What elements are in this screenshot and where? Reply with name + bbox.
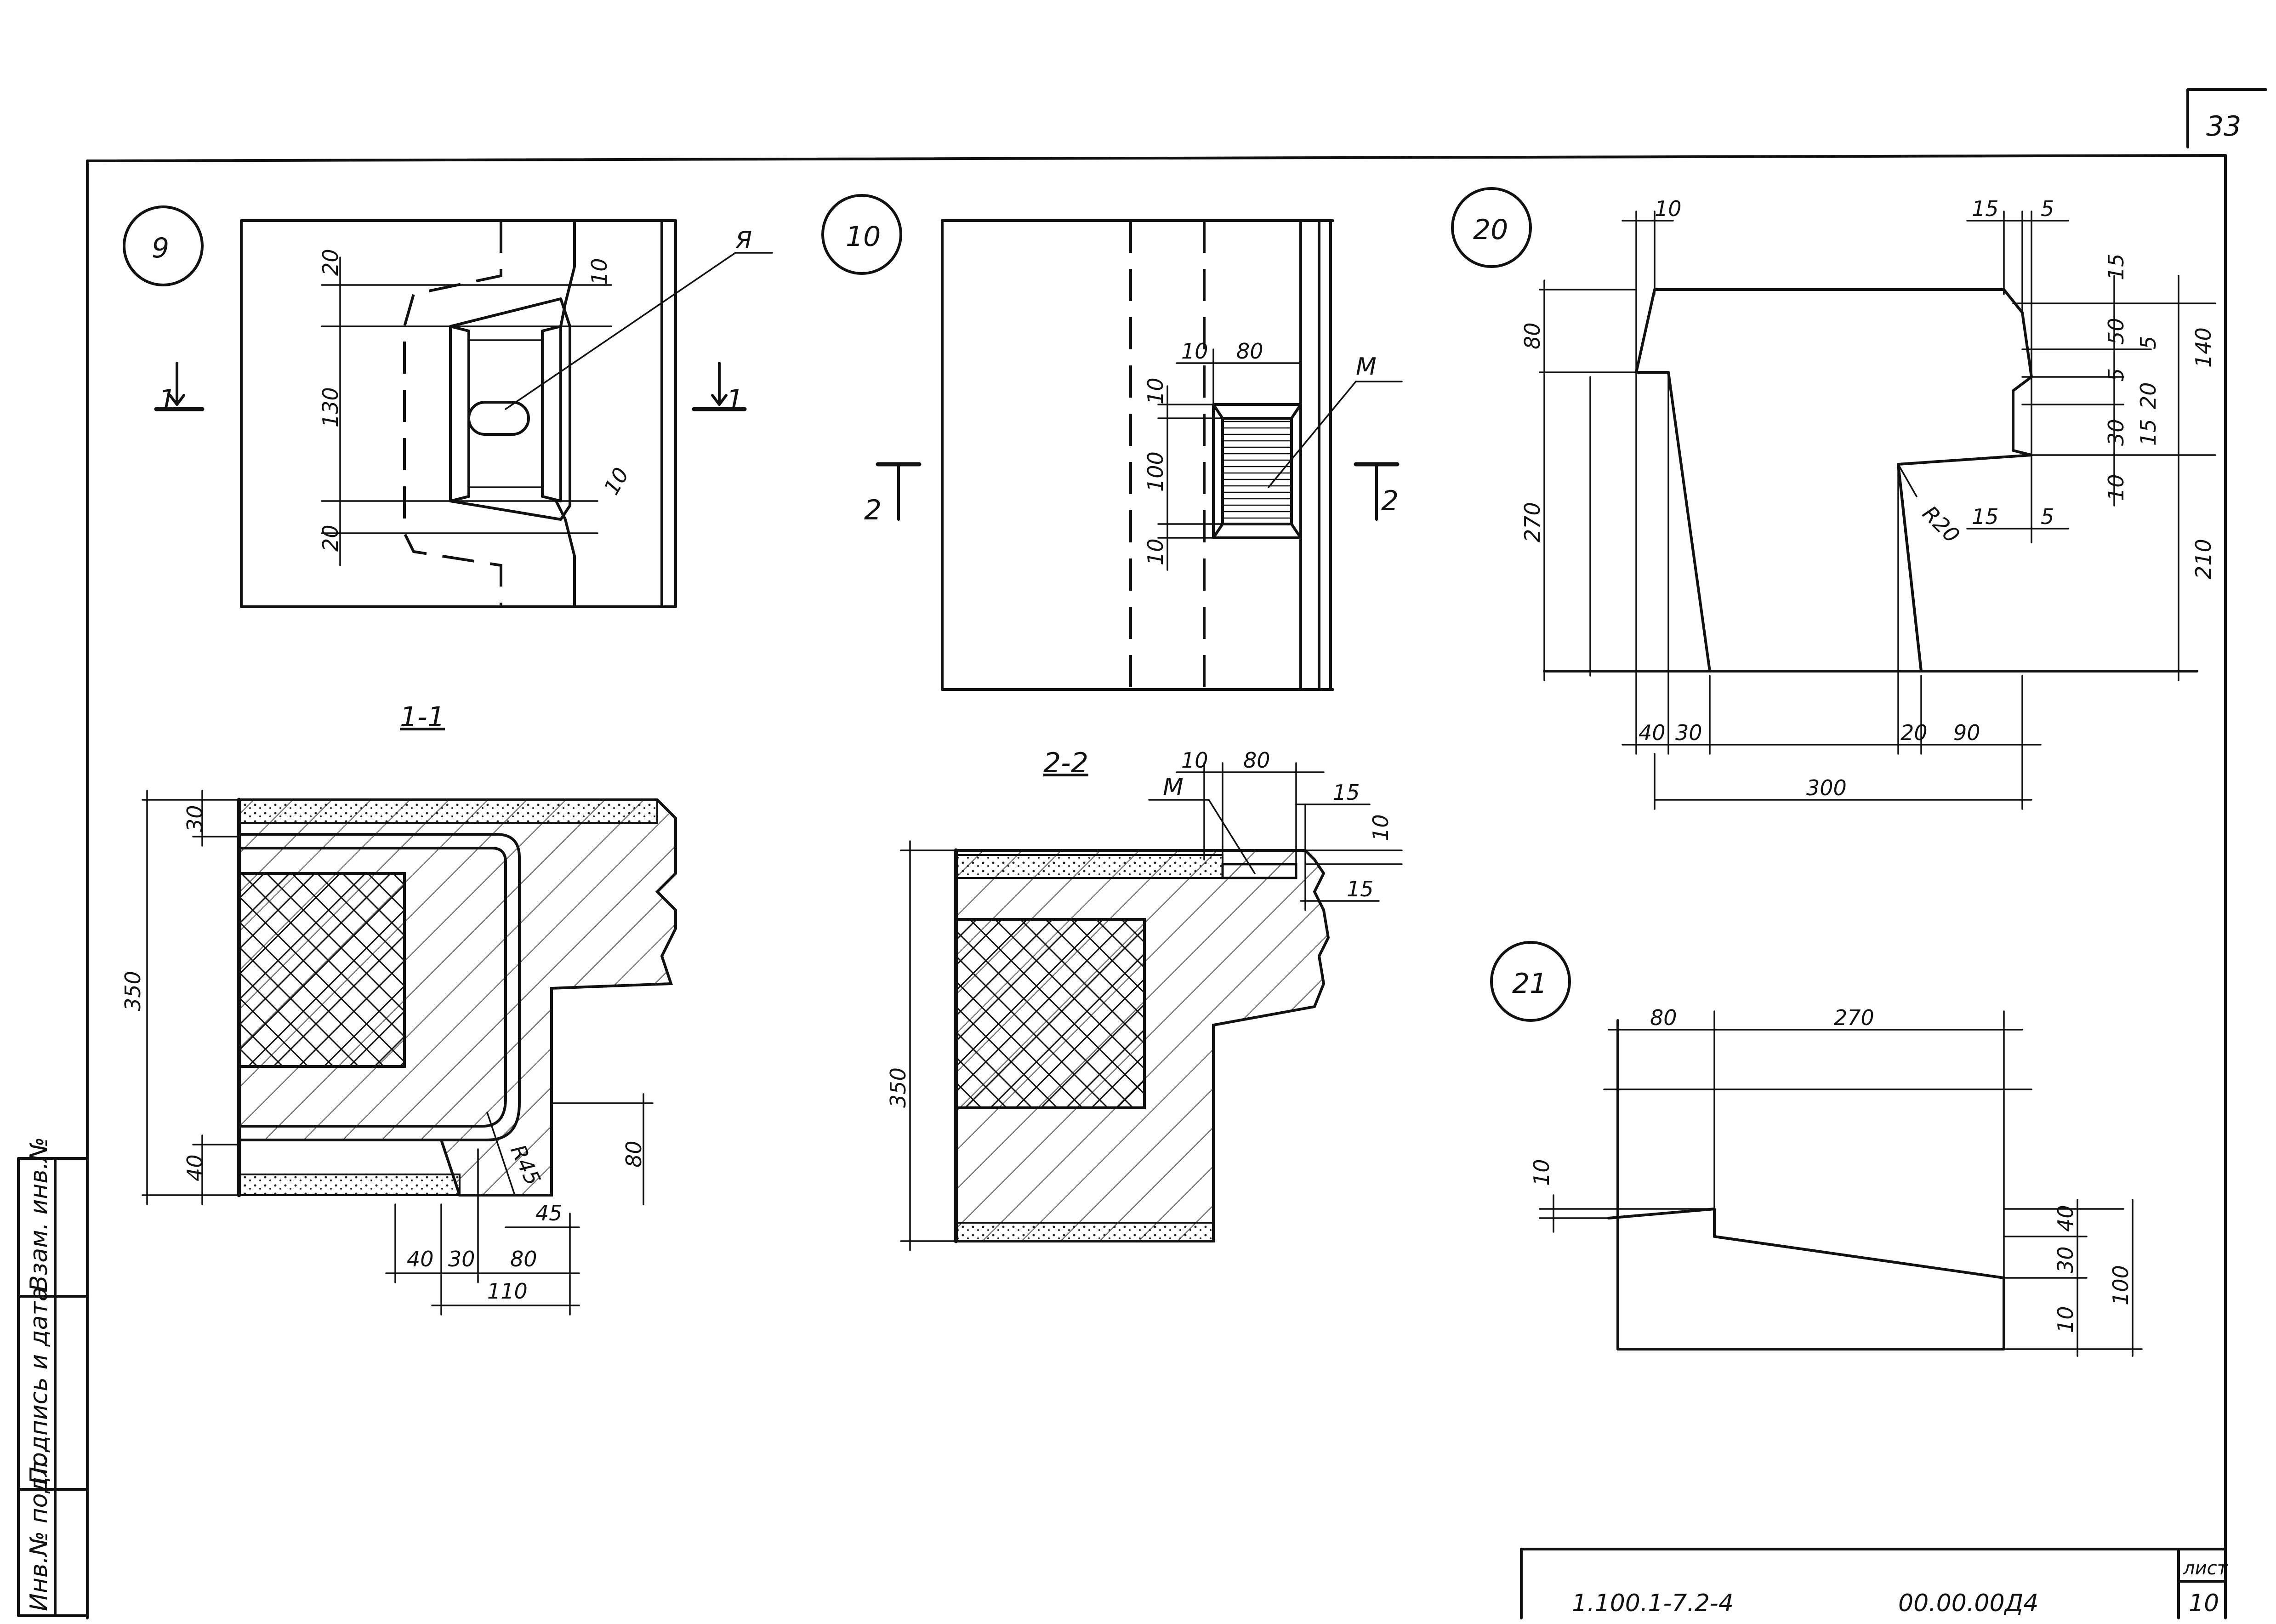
s11-dim-top: 30 <box>182 805 207 832</box>
d20-dim-top-right-b: 5 <box>2041 196 2054 221</box>
section-2-2-title: 2-2 <box>1043 747 1088 779</box>
d20-dim-left-top: 80 <box>1520 322 1545 349</box>
d10-dim-h-bot: 10 <box>1143 538 1168 565</box>
sheet-corner-number: 33 <box>2206 110 2241 142</box>
d10-dim-h-top: 10 <box>1143 377 1168 405</box>
s22-dim-top-a: 10 <box>1181 748 1208 773</box>
s11-dim-height: 350 <box>120 971 145 1011</box>
d20-dim-bottom-b: 30 <box>1675 720 1702 745</box>
d20-dim-r-h: 10 <box>2104 474 2128 501</box>
d9-dim-right-top: 10 <box>587 258 612 285</box>
d21-dim-top-a: 80 <box>1650 1005 1677 1030</box>
d21-dim-right-a: 40 <box>2053 1205 2078 1232</box>
d20-dim-r-c: 5 <box>2136 336 2161 349</box>
d9-section-mark-right: 1 <box>726 384 744 416</box>
d20-dim-r-e: 20 <box>2136 382 2161 409</box>
title-block-code: 1.100.1-7.2-4 <box>1572 1590 1734 1617</box>
d20-dim-bottom-total: 300 <box>1806 775 1847 800</box>
d20-dim-r-g: 30 <box>2104 419 2128 446</box>
d20-dim-radius: R20 <box>1918 501 1964 548</box>
d10-section-mark-right: 2 <box>1381 485 1399 517</box>
s22-leader-label: М <box>1163 774 1184 801</box>
section-1-1 <box>142 790 677 1316</box>
d20-dim-left-bottom: 270 <box>1520 502 1545 542</box>
d9-dim-top: 20 <box>318 249 343 276</box>
detail-20 <box>1451 187 2216 810</box>
d20-dim-right-bottom: 210 <box>2191 539 2216 579</box>
d20-dim-r-a: 15 <box>2104 253 2128 280</box>
d20-dim-right-top: 140 <box>2191 327 2216 368</box>
d9-dim-middle: 130 <box>318 387 343 427</box>
s11-dim-right-h: 80 <box>621 1140 646 1168</box>
detail-10-plan <box>821 194 1403 691</box>
s11-dim-b-c: 80 <box>510 1247 537 1271</box>
d9-section-mark-left: 1 <box>159 384 176 416</box>
section-1-1-title: 1-1 <box>400 701 445 733</box>
s11-dim-b-total: 110 <box>487 1279 528 1304</box>
s22-dim-r-a: 15 <box>1333 780 1360 805</box>
d21-dim-left: 10 <box>1529 1159 1554 1186</box>
d10-leader-label: М <box>1356 353 1377 381</box>
title-block <box>1520 1548 2227 1619</box>
title-block-sheet-number: 10 <box>2189 1590 2219 1617</box>
d20-dim-mid-a: 15 <box>1972 504 1999 529</box>
d21-dim-right-b: 30 <box>2053 1246 2078 1273</box>
d9-dim-bottom: 20 <box>318 524 343 552</box>
d20-dim-top-left: 10 <box>1655 196 1682 221</box>
detail-20-number: 20 <box>1473 214 1508 246</box>
d10-dim-w2: 80 <box>1236 339 1263 364</box>
s11-dim-b-a: 40 <box>407 1247 434 1271</box>
detail-10-number: 10 <box>846 221 881 253</box>
s22-dim-top-b: 80 <box>1243 748 1270 773</box>
side-stamp-inv: Инв.№ подл. <box>25 1454 53 1611</box>
s22-dim-r-b: 10 <box>1368 814 1393 841</box>
d10-dim-h-mid: 100 <box>1143 451 1168 492</box>
d20-dim-r-d: 5 <box>2104 368 2128 382</box>
title-block-sheet-label: лист <box>2183 1558 2229 1579</box>
d21-dim-right-c: 10 <box>2053 1306 2078 1333</box>
title-block-doc-number: 00.00.00Д4 <box>1898 1590 2038 1617</box>
section-2-2 <box>900 762 1403 1251</box>
d9-leader-label: Я <box>735 227 752 254</box>
d20-dim-bottom-a: 40 <box>1639 720 1666 745</box>
d20-dim-r-b: 50 <box>2104 318 2128 345</box>
side-stamp-sign: Подпись и дата <box>25 1287 53 1485</box>
side-stamp-replace: Взам. инв.№ <box>25 1137 53 1292</box>
side-stamp: Инв.№ подл. Подпись и дата Взам. инв.№ <box>17 1137 89 1617</box>
s11-dim-bottom: 40 <box>182 1154 207 1181</box>
d10-section-mark-left: 2 <box>864 494 882 526</box>
detail-9-number: 9 <box>152 232 169 264</box>
d20-dim-top-right-a: 15 <box>1972 196 1999 221</box>
detail-21 <box>1490 941 2143 1357</box>
d21-dim-top-b: 270 <box>1834 1005 1874 1030</box>
detail-9-plan <box>123 205 773 608</box>
d9-dim-right-bottom: 10 <box>599 463 634 499</box>
d20-dim-bottom-c: 20 <box>1900 720 1928 745</box>
s11-dim-b-b: 30 <box>448 1247 475 1271</box>
s22-dim-height: 350 <box>886 1067 910 1108</box>
d20-dim-r-f: 15 <box>2136 419 2161 446</box>
d20-dim-bottom-d: 90 <box>1953 720 1980 745</box>
d21-dim-right-total: 100 <box>2108 1265 2133 1305</box>
detail-21-number: 21 <box>1512 968 1547 1000</box>
d10-dim-w1: 10 <box>1181 339 1208 364</box>
d20-dim-mid-b: 5 <box>2041 504 2054 529</box>
s11-dim-b-d: 45 <box>535 1201 563 1225</box>
s22-dim-r-c: 15 <box>1347 877 1374 901</box>
